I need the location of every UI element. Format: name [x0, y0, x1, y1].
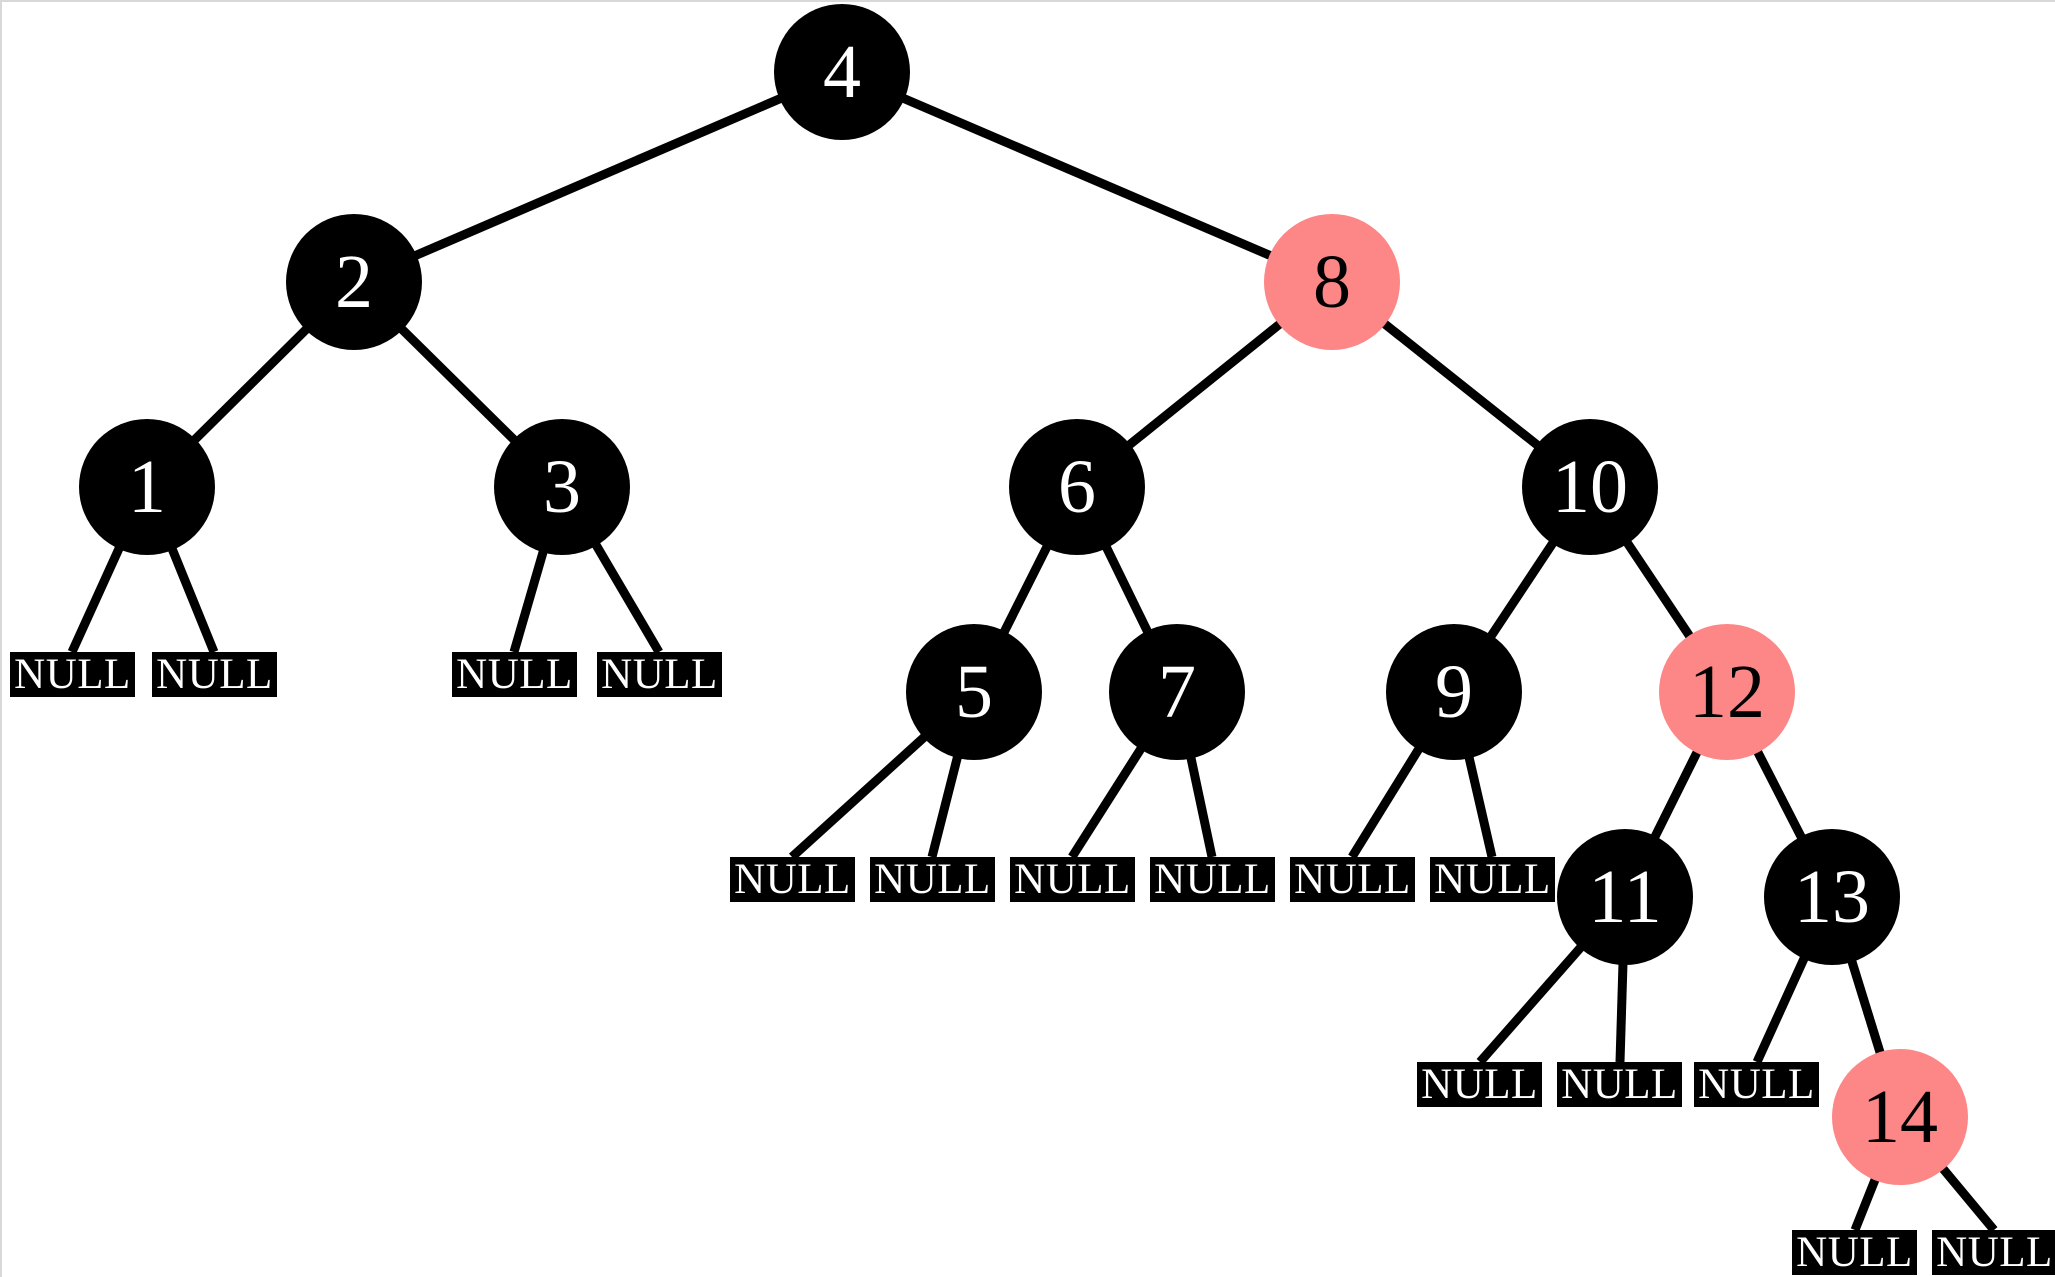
null-leaf-node: NULL — [1792, 1230, 1917, 1275]
tree-node-5[interactable]: 5 — [906, 624, 1042, 760]
tree-node-14[interactable]: 14 — [1832, 1049, 1968, 1185]
null-leaf-label: NULL — [456, 651, 573, 698]
tree-edge — [840, 67, 1334, 287]
tree-node-2[interactable]: 2 — [286, 214, 422, 350]
tree-node-4[interactable]: 4 — [774, 4, 910, 140]
tree-node-label: 8 — [1313, 240, 1351, 324]
tree-node-10[interactable]: 10 — [1522, 419, 1658, 555]
tree-node-3[interactable]: 3 — [494, 419, 630, 555]
null-leaf-node: NULL — [730, 857, 855, 902]
tree-node-label: 5 — [955, 650, 993, 734]
tree-node-1[interactable]: 1 — [79, 419, 215, 555]
tree-node-label: 4 — [823, 30, 861, 114]
tree-node-label: 7 — [1158, 650, 1196, 734]
null-leaf-node: NULL — [10, 652, 135, 697]
null-leaf-node: NULL — [1694, 1062, 1819, 1107]
null-leaf-node: NULL — [1557, 1062, 1682, 1107]
null-leaf-label: NULL — [14, 651, 131, 698]
null-leaf-node: NULL — [1417, 1062, 1542, 1107]
tree-node-label: 10 — [1552, 445, 1628, 529]
null-leaf-label: NULL — [1434, 856, 1551, 903]
null-leaf-node: NULL — [152, 652, 277, 697]
tree-node-label: 9 — [1435, 650, 1473, 734]
null-leaf-label: NULL — [156, 651, 273, 698]
null-leaf-node: NULL — [1290, 857, 1415, 902]
null-leaf-label: NULL — [1421, 1061, 1538, 1108]
tree-node-label: 3 — [543, 445, 581, 529]
tree-node-label: 11 — [1588, 855, 1662, 939]
null-leaf-node: NULL — [870, 857, 995, 902]
null-leaf-label: NULL — [1796, 1229, 1913, 1276]
null-leaf-label: NULL — [874, 856, 991, 903]
null-leaf-label: NULL — [1698, 1061, 1815, 1108]
null-leaf-node: NULL — [1150, 857, 1275, 902]
tree-node-8[interactable]: 8 — [1264, 214, 1400, 350]
null-leaf-label: NULL — [1561, 1061, 1678, 1108]
null-leaf-node: NULL — [597, 652, 722, 697]
null-leaf-label: NULL — [601, 651, 718, 698]
null-leaf-node: NULL — [1932, 1230, 2055, 1275]
null-leaf-label: NULL — [1154, 856, 1271, 903]
tree-node-label: 2 — [335, 240, 373, 324]
null-leaf-node: NULL — [452, 652, 577, 697]
tree-edge — [352, 67, 844, 287]
null-leaf-label: NULL — [1294, 856, 1411, 903]
tree-node-9[interactable]: 9 — [1386, 624, 1522, 760]
tree-node-6[interactable]: 6 — [1009, 419, 1145, 555]
null-leaf-node: NULL — [1010, 857, 1135, 902]
tree-node-label: 13 — [1794, 855, 1870, 939]
tree-node-label: 14 — [1862, 1075, 1938, 1159]
tree-node-11[interactable]: 11 — [1557, 829, 1693, 965]
tree-node-7[interactable]: 7 — [1109, 624, 1245, 760]
null-leaf-label: NULL — [734, 856, 851, 903]
null-leaf-label: NULL — [1936, 1229, 2053, 1276]
tree-node-label: 6 — [1058, 445, 1096, 529]
null-leaf-label: NULL — [1014, 856, 1131, 903]
tree-node-13[interactable]: 13 — [1764, 829, 1900, 965]
tree-node-12[interactable]: 12 — [1659, 624, 1795, 760]
null-leaf-node: NULL — [1430, 857, 1555, 902]
tree-node-label: 12 — [1689, 650, 1765, 734]
tree-node-label: 1 — [128, 445, 166, 529]
